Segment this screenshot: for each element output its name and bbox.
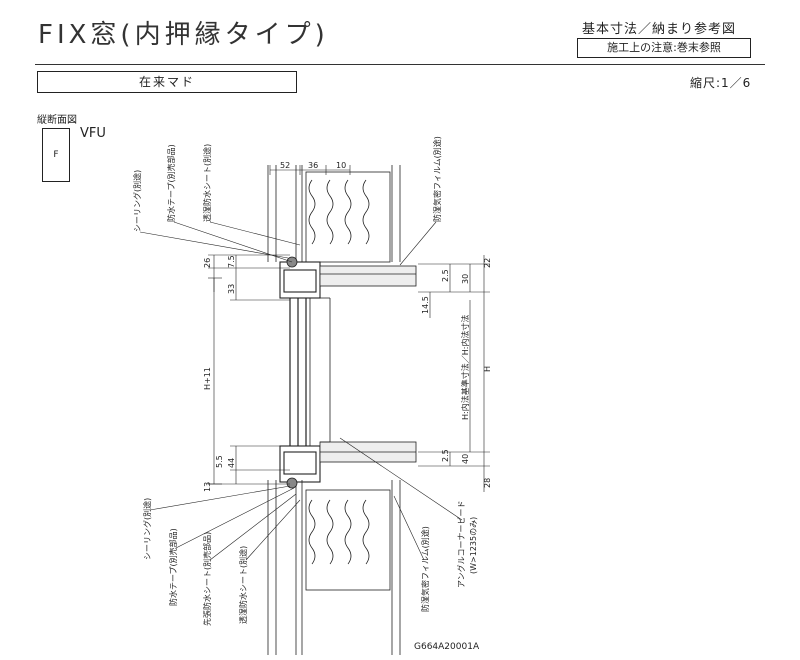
dim-top-1: 52 [280,161,290,170]
dim-right-main: H [483,366,492,372]
dim-left-top-2: 7.5 [227,255,236,268]
callout-bottom-sealant: シーリング(別途) [142,498,152,560]
scale-label: 縮尺:1／6 [690,76,752,90]
callout-bottom-vapor-film: 防湿気密フィルム(別途) [420,526,430,612]
window-type-label: VFU [80,126,106,141]
section-label: 縦断面図 [37,115,77,126]
dim-left-bottom-3: 13 [203,482,212,492]
callout-top-waterproof-tape: 防水テープ(別売部品) [166,144,176,222]
callout-top-vapor-film: 防湿気密フィルム(別途) [432,136,442,222]
page-title: FIX窓(内押縁タイプ) [38,20,329,50]
callout-bottom-breathable-sheet: 透湿防水シート(別途) [238,546,248,624]
dim-right-top-2: 30 [461,274,470,284]
wall-type-box: 在来マド [37,71,297,93]
dim-right-top-3: 22 [483,258,492,268]
drawing-code: G664A20001A [414,642,480,652]
dim-left-bottom-2: 44 [227,458,236,468]
callout-bottom-waterproof-tape: 防水テープ(別売部品) [168,528,178,606]
callout-top-breathable-sheet: 透湿防水シート(別途) [202,144,212,222]
dim-right-bottom-3: 28 [483,478,492,488]
dim-right-top-small: 14.5 [421,296,430,314]
dim-right-main-label: H:内法基準寸法／H:内法寸法 [460,315,470,420]
dim-left-bottom-1: 5.5 [215,455,224,468]
dim-left-top-3: 33 [227,284,236,294]
caution-box: 施工上の注意:巻末参照 [577,38,751,58]
dim-right-bottom-2: 40 [461,454,470,464]
dim-top-2: 36 [308,161,318,170]
dim-right-bottom-1: 2.5 [441,449,450,462]
dim-left-top-1: 26 [203,258,212,268]
drawing-subtitle: 基本寸法／納まり参考図 [582,22,737,37]
header-divider [35,64,765,65]
window-type-icon: F [42,128,70,182]
dim-top-3: 10 [336,161,346,170]
callout-angle-bead-note: (W>1235のみ) [469,517,478,574]
callout-bottom-pre-sheet: 先張防水シート(別売部品) [202,532,212,626]
callout-angle-bead: アングルコーナービード [456,500,466,588]
dim-left-main: H+11 [203,367,212,390]
dim-right-top-1: 2.5 [441,269,450,282]
callout-top-sealant: シーリング(別途) [132,170,142,232]
